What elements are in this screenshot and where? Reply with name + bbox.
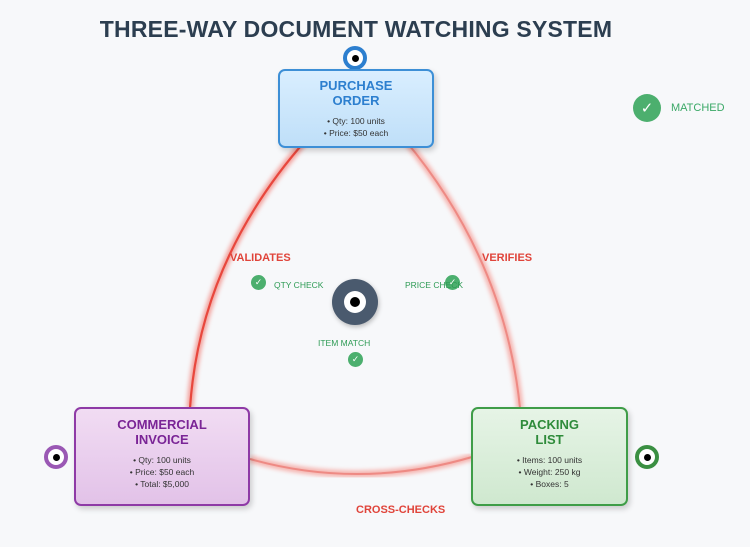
center-eye-icon: [332, 279, 378, 325]
item-match-check-icon: ✓: [348, 352, 363, 367]
edge-po-packing: [402, 137, 524, 409]
edge-label-validates: VALIDATES: [230, 252, 291, 264]
price-check-icon: ✓: [445, 275, 460, 290]
qty-check-label: QTY CHECK: [274, 280, 324, 290]
edge-label-verifies: VERIFIES: [482, 252, 533, 264]
packing-list-eye-icon: [635, 445, 659, 469]
commercial-invoice-detail: • Total: $5,000: [135, 479, 189, 489]
edge-invoice-packing: [249, 453, 473, 478]
page-title: THREE-WAY DOCUMENT WATCHING SYSTEM: [99, 16, 613, 42]
legend-matched-label: MATCHED: [671, 102, 725, 114]
qty-check-icon: ✓: [251, 275, 266, 290]
matched-check-icon: ✓: [633, 94, 661, 122]
purchase-order-card[interactable]: PURCHASE ORDER • Qty: 100 units • Price:…: [278, 69, 434, 148]
purchase-order-eye-icon: [343, 46, 367, 70]
item-match-label: ITEM MATCH: [318, 338, 371, 348]
packing-list-detail: • Boxes: 5: [530, 479, 569, 489]
commercial-invoice-eye-icon: [44, 445, 68, 469]
purchase-order-detail: • Qty: 100 units: [327, 116, 385, 126]
purchase-order-detail: • Price: $50 each: [323, 128, 389, 138]
commercial-invoice-detail: • Qty: 100 units: [133, 455, 191, 465]
edge-label-cross-checks: CROSS-CHECKS: [356, 504, 446, 516]
edge-po-invoice: [186, 137, 309, 409]
packing-list-detail: • Weight: 250 kg: [518, 467, 581, 477]
packing-list-detail: • Items: 100 units: [516, 455, 583, 465]
commercial-invoice-title: COMMERCIAL INVOICE: [117, 417, 207, 447]
commercial-invoice-card[interactable]: COMMERCIAL INVOICE • Qty: 100 units • Pr…: [74, 407, 250, 506]
purchase-order-title: PURCHASE ORDER: [319, 78, 393, 108]
price-check-label: PRICE CHECK: [405, 280, 464, 290]
packing-list-title: PACKING LIST: [520, 417, 579, 447]
commercial-invoice-detail: • Price: $50 each: [129, 467, 195, 477]
packing-list-card[interactable]: PACKING LIST • Items: 100 units • Weight…: [471, 407, 628, 506]
